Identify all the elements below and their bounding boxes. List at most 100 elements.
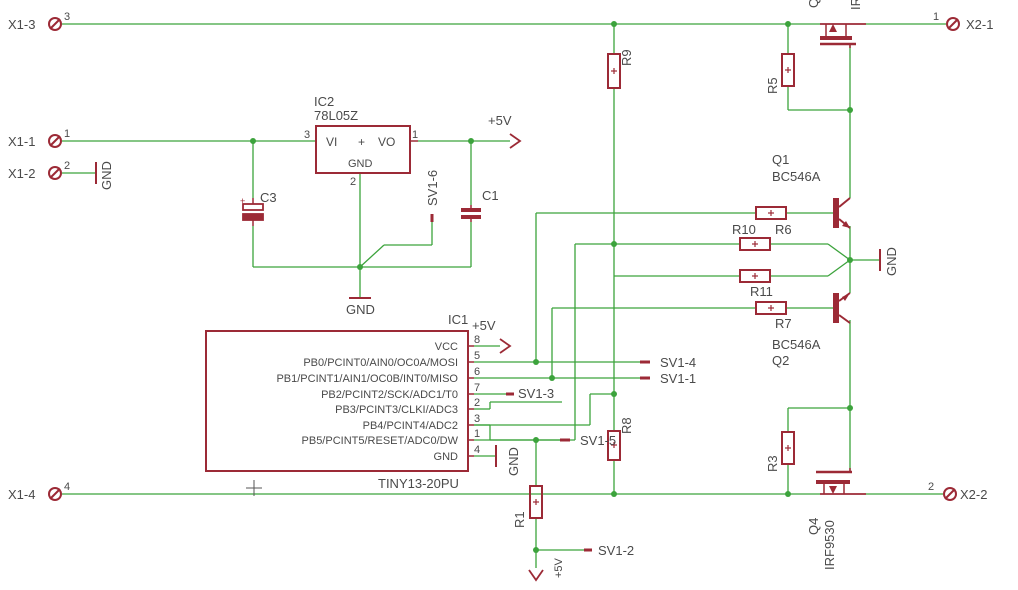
sv1-3-pin[interactable]: SV1-3 — [506, 386, 554, 401]
sv1-2-pin[interactable]: SV1-2 — [584, 543, 634, 558]
ic1-pin-number: 5 — [474, 350, 480, 362]
q4-value: IRF9530 — [822, 520, 837, 570]
sv1-1-pin[interactable]: SV1-1 — [640, 371, 696, 386]
r9-label: R9 — [619, 49, 634, 66]
pin-number: 1 — [933, 11, 939, 23]
ic1-pin-label: PB5/PCINT5/RESET/ADC0/DW — [302, 435, 459, 447]
sv1-6-label: SV1-6 — [425, 170, 440, 206]
ic2-name: IC2 — [314, 94, 334, 109]
gnd-label: GND — [346, 302, 375, 317]
gnd-symbol-ic1: GND — [495, 445, 521, 476]
ic2-vo: VO — [378, 135, 395, 149]
q4-name: Q4 — [806, 518, 821, 535]
sv1-6-pin[interactable]: SV1-6 — [425, 170, 440, 222]
terminal-x2-1[interactable]: X2-1 1 — [933, 11, 993, 32]
terminal-x1-3[interactable]: X1-3 3 — [8, 11, 70, 32]
resistor-r5[interactable]: R5 — [765, 53, 795, 94]
r5-label: R5 — [765, 77, 780, 94]
c3-label: C3 — [260, 190, 277, 205]
ic1-microcontroller[interactable]: IC1 TINY13-20PU VCC PB0/PCINT0/AIN0/OC0A… — [205, 312, 480, 491]
resistor-r6[interactable]: R6 — [755, 206, 792, 237]
c3-plus: + — [240, 196, 245, 206]
terminal-x1-1[interactable]: X1-1 1 — [8, 128, 70, 149]
ic1-pin-label: PB0/PCINT0/AIN0/OC0A/MOSI — [303, 357, 458, 369]
ic1-value: TINY13-20PU — [378, 476, 459, 491]
sv1-5-pin[interactable]: SV1-5 — [560, 433, 616, 448]
terminal-label: X1-1 — [8, 134, 35, 149]
ic1-pin-label: GND — [434, 451, 459, 463]
gnd-symbol-emitters: GND — [879, 247, 899, 276]
plus5v-supply-top: +5V — [488, 113, 522, 149]
ic2-regulator[interactable]: IC2 78L05Z VI + VO GND 3 1 2 — [304, 94, 418, 188]
pin-number: 4 — [64, 481, 70, 493]
capacitor-c1[interactable]: C1 — [461, 188, 499, 222]
q3-value: IRF — [848, 0, 863, 10]
gnd-label: GND — [506, 447, 521, 476]
pin-number: 1 — [64, 128, 70, 140]
sv1-4-pin[interactable]: SV1-4 — [640, 355, 696, 370]
ic1-name: IC1 — [448, 312, 468, 327]
ic2-plus: + — [358, 135, 365, 149]
r6-label: R6 — [775, 222, 792, 237]
c1-label: C1 — [482, 188, 499, 203]
ic1-pin-number: 4 — [474, 444, 480, 456]
terminal-x2-2[interactable]: X2-2 2 — [928, 481, 987, 502]
terminal-label: X1-3 — [8, 17, 35, 32]
junction-dots — [250, 21, 853, 553]
transistor-q2[interactable]: BC546A Q2 — [772, 292, 851, 368]
gnd-label: GND — [884, 247, 899, 276]
r7-label: R7 — [775, 316, 792, 331]
q3-name: Q3 — [806, 0, 821, 8]
r3-label: R3 — [765, 455, 780, 472]
terminal-label: X1-4 — [8, 487, 35, 502]
resistor-r11[interactable]: R11 — [739, 269, 773, 299]
resistor-r3[interactable]: R3 — [765, 431, 795, 472]
ic2-pin-gnd: 2 — [350, 176, 356, 188]
sv1-3-label: SV1-3 — [518, 386, 554, 401]
terminal-x1-4[interactable]: X1-4 4 — [8, 481, 70, 502]
resistor-r10[interactable]: R10 — [732, 222, 771, 251]
plus5v-label: +5V — [553, 557, 565, 578]
nets — [62, 23, 946, 568]
terminal-label: X1-2 — [8, 166, 35, 181]
sv1-4-label: SV1-4 — [660, 355, 696, 370]
ic1-pin-number: 8 — [474, 334, 480, 346]
origin-cross-marker — [246, 480, 262, 496]
capacitor-c3[interactable]: + C3 — [240, 190, 277, 226]
plus5v-supply-ic1: +5V — [472, 318, 512, 354]
sv1-2-label: SV1-2 — [598, 543, 634, 558]
terminal-label: X2-2 — [960, 487, 987, 502]
plus5v-supply-bottom: +5V — [528, 557, 565, 582]
transistor-q1[interactable]: Q1 BC546A — [772, 152, 851, 229]
ic2-pin-vo: 1 — [412, 129, 418, 141]
q2-value: BC546A — [772, 337, 821, 352]
ic2-vi: VI — [326, 135, 337, 149]
ic1-pin-number: 1 — [474, 428, 480, 440]
ic1-pin-label: PB4/PCINT4/ADC2 — [363, 420, 458, 432]
sv1-5-label: SV1-5 — [580, 433, 616, 448]
ic1-pin-label: PB1/PCINT1/AIN1/OC0B/INT0/MISO — [276, 373, 458, 385]
terminal-x1-2[interactable]: X1-2 2 GND — [8, 160, 114, 190]
ic1-pin-number: 6 — [474, 366, 480, 378]
terminal-label: X2-1 — [966, 17, 993, 32]
ic1-pin-number: 3 — [474, 413, 480, 425]
mosfet-q3[interactable]: Q3 IRF — [806, 0, 866, 48]
ic2-value: 78L05Z — [314, 108, 358, 123]
ic1-pin-labels: VCC PB0/PCINT0/AIN0/OC0A/MOSI PB1/PCINT1… — [276, 341, 458, 463]
ic1-pin-numbers: 8 5 6 7 2 3 1 4 — [474, 334, 480, 456]
plus5v-label: +5V — [472, 318, 496, 333]
gnd-label: GND — [99, 161, 114, 190]
pin-number: 3 — [64, 11, 70, 23]
ic2-gnd: GND — [348, 158, 373, 170]
resistor-r7[interactable]: R7 — [755, 301, 792, 331]
ic1-pin-label: PB3/PCINT3/CLKI/ADC3 — [335, 404, 458, 416]
resistor-r9[interactable]: R9 — [607, 49, 634, 89]
pin-number: 2 — [64, 160, 70, 172]
mosfet-q4[interactable]: Q4 IRF9530 — [806, 468, 866, 570]
r11-label: R11 — [750, 284, 773, 299]
resistor-r1[interactable]: R1 — [512, 485, 543, 528]
q2-name: Q2 — [772, 353, 789, 368]
ic1-pin-number: 7 — [474, 382, 480, 394]
r8-label: R8 — [619, 417, 634, 434]
resistor-r8[interactable]: R8 — [607, 417, 634, 461]
